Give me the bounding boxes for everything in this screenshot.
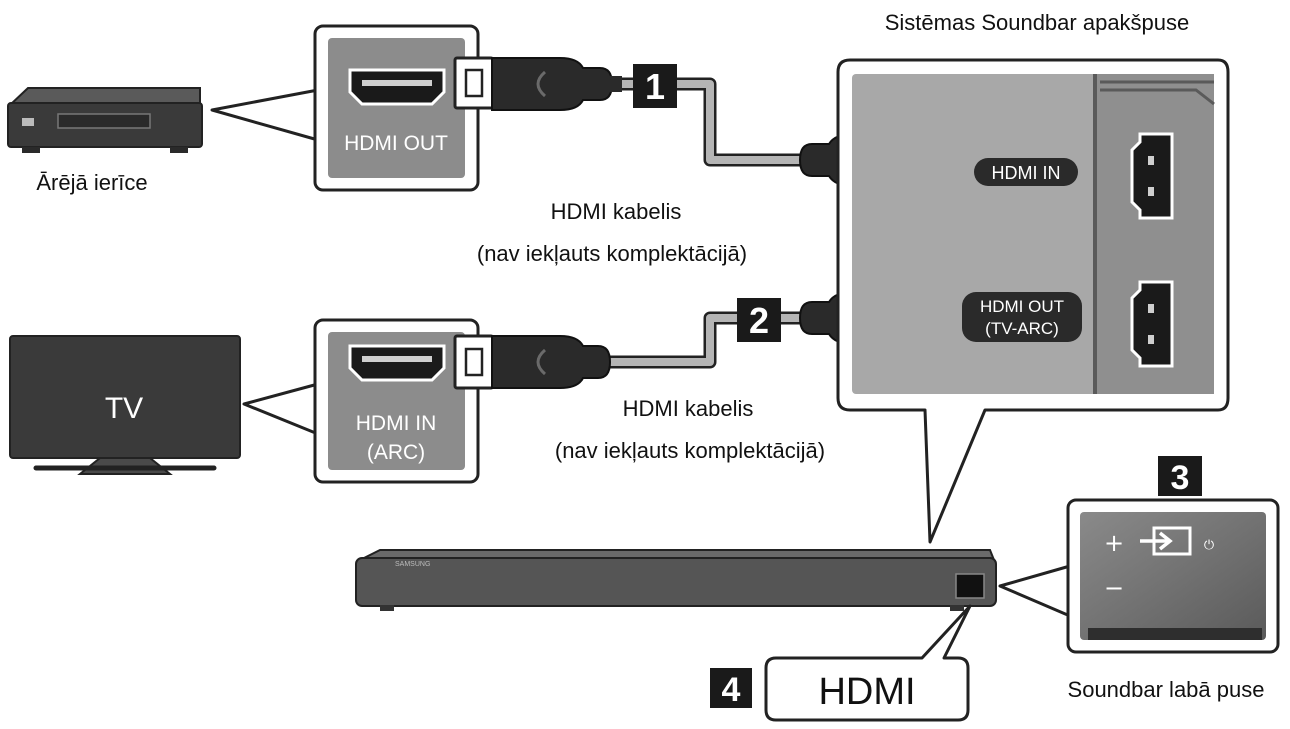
soundbar-hdmi-out-label-line2: (TV-ARC) [985,319,1059,338]
step-badge-3-number: 3 [1171,459,1190,497]
source-input-icon [1140,526,1192,556]
soundbar-hdmi-out-label-line1: HDMI OUT [980,297,1064,316]
hdmi-port-icon [348,344,446,382]
tv-port-callout-pointer [242,382,320,436]
power-icon: ⏻ [1204,538,1214,553]
external-port-label: HDMI OUT [344,132,448,155]
cable-2-label: HDMI kabelis [623,396,754,421]
hdmi-port-icon [348,68,446,106]
external-port-panel [328,38,465,178]
volume-down-icon: − [1104,574,1124,602]
right-side-label: Soundbar labā puse [1068,677,1265,702]
tv-screen-label: TV [105,392,143,425]
diagram-title: Sistēmas Soundbar apakšpuse [885,10,1190,35]
soundbar-icon [355,549,997,611]
step-badge-3 [1158,456,1202,496]
external-port-callout-pointer [210,88,320,142]
tv-icon [9,335,241,475]
right-side-callout-pointer [998,564,1072,618]
soundbar-brand: SAMSUNG [395,561,430,568]
hdmi-out-tag [962,292,1082,342]
step-badge-2 [737,298,781,342]
volume-up-icon: + [1104,529,1124,557]
tv-port-label-line2: (ARC) [367,441,425,464]
hdmi-callout-label: HDMI [818,671,915,713]
step-badge-1-number: 1 [645,66,665,107]
soundbar-right-panel-marker [955,573,985,599]
external-device-label: Ārējā ierīce [36,170,147,195]
step-badge-4 [710,668,752,708]
step-badge-1 [633,64,677,108]
cable-1-label: HDMI kabelis [551,199,682,224]
hdmi-in-tag [974,158,1078,186]
cable-2-note: (nav iekļauts komplektācijā) [555,438,825,463]
external-device-icon [7,87,203,153]
tv-port-label-line1: HDMI IN [356,412,437,435]
step-badge-2-number: 2 [749,300,769,341]
hdmi-callout [764,604,972,722]
cable-1-note: (nav iekļauts komplektācijā) [477,241,747,266]
step-badge-4-number: 4 [722,671,741,709]
soundbar-hdmi-out-port-icon [1130,280,1174,368]
right-side-panel [1080,512,1266,640]
soundbar-hdmi-in-port-icon [1130,132,1174,220]
soundbar-hdmi-in-label: HDMI IN [992,163,1061,183]
